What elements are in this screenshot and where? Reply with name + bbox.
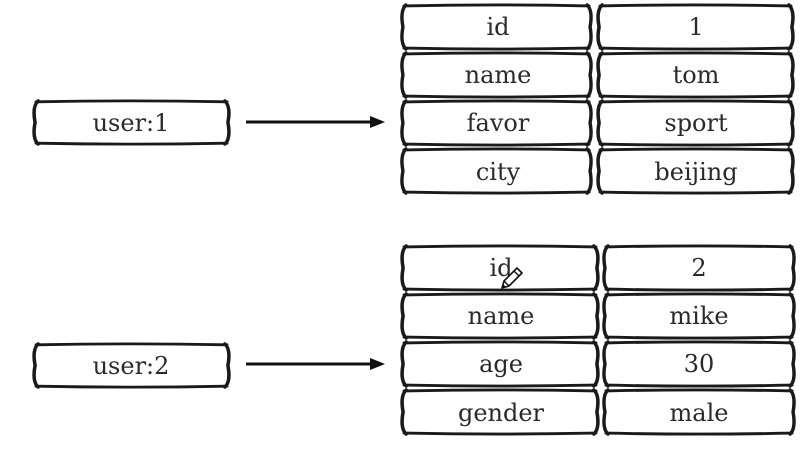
field-name: gender xyxy=(458,399,545,427)
hash-row: gender male xyxy=(400,388,796,436)
field-name: name xyxy=(468,302,535,330)
record-user-2: user:2 id 2 name mike age 30 xyxy=(32,244,796,436)
key-box-user-2: user:2 xyxy=(32,342,231,389)
hash-row: age 30 xyxy=(400,340,796,388)
hash-table-user-1: id 1 name tom favor sport city beijing xyxy=(400,3,795,195)
field-value: male xyxy=(670,399,729,427)
hash-row: id 1 xyxy=(400,3,795,51)
hash-row: id 2 xyxy=(400,244,796,292)
field-value: 1 xyxy=(688,13,703,41)
arrow-user-1 xyxy=(246,116,385,128)
hash-row: favor sport xyxy=(400,99,795,147)
field-name: favor xyxy=(467,109,530,137)
field-value: 30 xyxy=(684,350,715,378)
hash-row: name tom xyxy=(400,51,795,99)
field-value: 2 xyxy=(691,254,706,282)
hash-table-user-2: id 2 name mike age 30 gender male xyxy=(400,244,796,436)
hash-row: name mike xyxy=(400,292,796,340)
arrow-user-2 xyxy=(246,358,385,370)
pencil-cursor-icon xyxy=(501,267,523,289)
field-value: sport xyxy=(664,109,728,137)
hash-row: city beijing xyxy=(400,147,795,195)
key-label: user:1 xyxy=(93,109,170,137)
field-name: age xyxy=(479,350,523,378)
record-user-1: user:1 id 1 name tom favor sp xyxy=(32,3,795,195)
field-name: id xyxy=(489,254,512,282)
field-name: name xyxy=(465,61,532,89)
field-value: beijing xyxy=(654,158,737,186)
field-value: mike xyxy=(669,302,728,330)
key-label: user:2 xyxy=(93,352,170,380)
field-value: tom xyxy=(673,61,720,89)
field-name: id xyxy=(486,13,509,41)
key-box-user-1: user:1 xyxy=(32,99,231,146)
field-name: city xyxy=(476,158,521,186)
